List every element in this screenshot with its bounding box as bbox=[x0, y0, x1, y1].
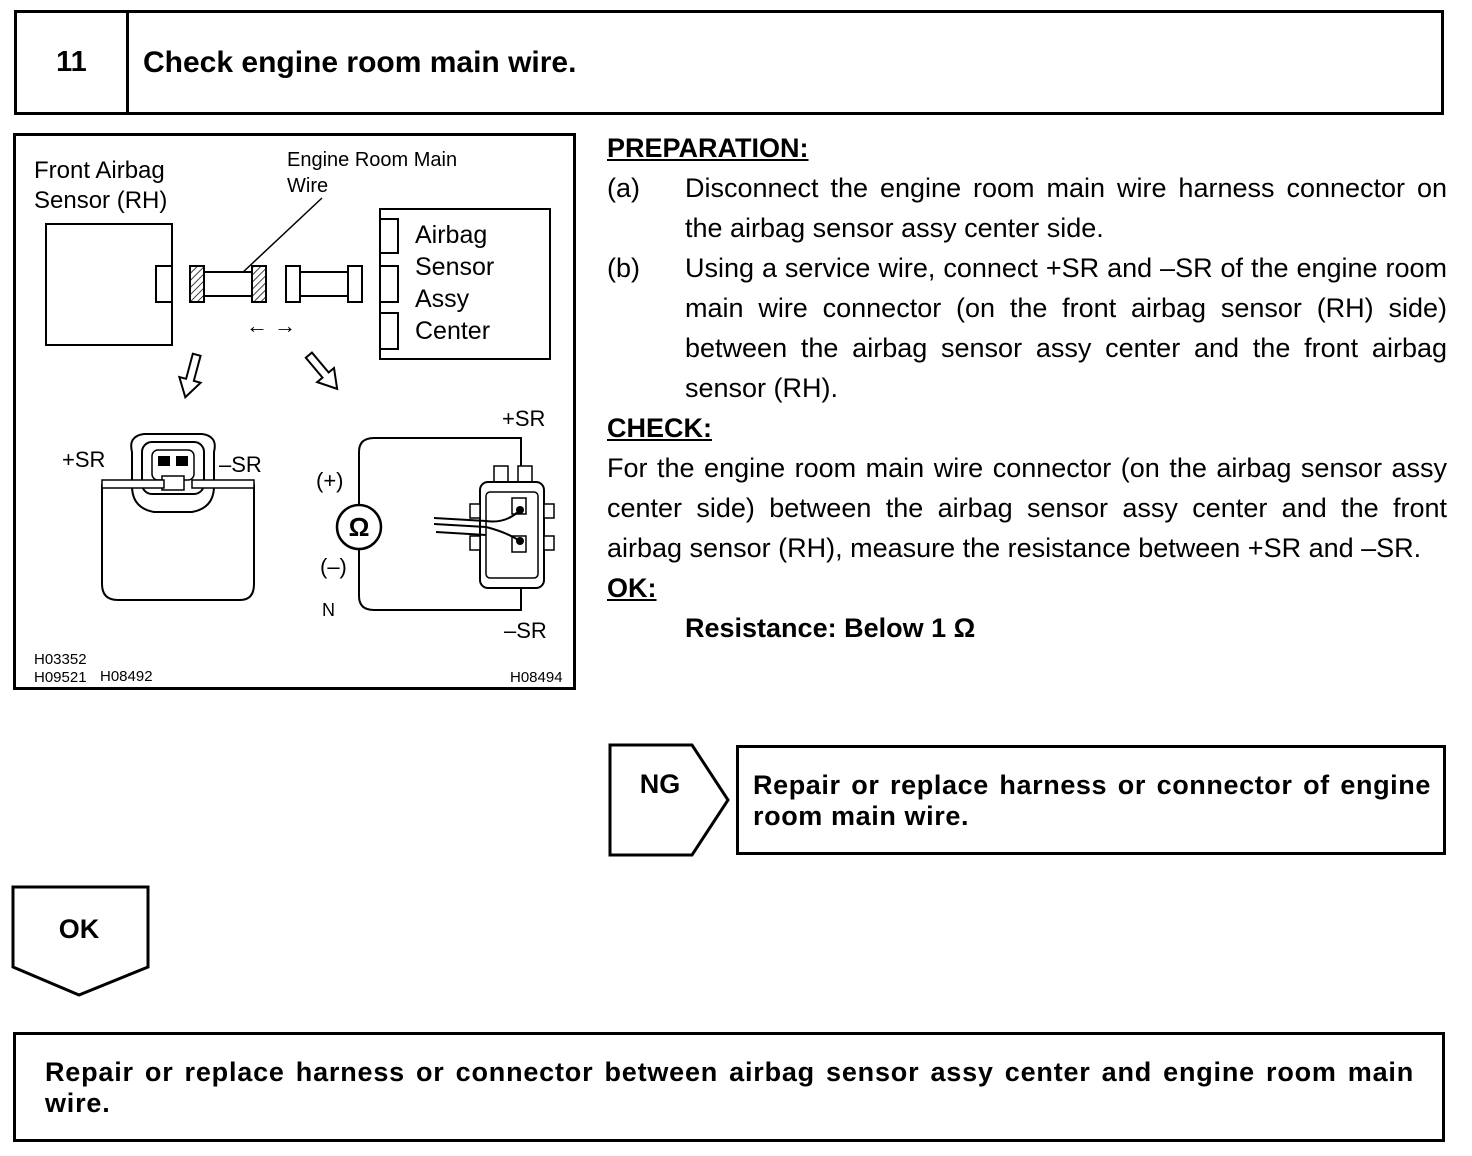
step-title: Check engine room main wire. bbox=[143, 45, 577, 79]
meter-lead-minus bbox=[358, 538, 522, 611]
prep-item-text: Using a service wire, connect +SR and –S… bbox=[685, 253, 1447, 403]
service-wire-lead-left bbox=[101, 479, 165, 489]
ok-label: OK bbox=[59, 914, 100, 944]
center-connector-icon bbox=[433, 465, 555, 589]
airbag-center-box bbox=[379, 208, 551, 360]
preparation-heading: PREPARATION: bbox=[607, 133, 809, 163]
final-action-box: Repair or replace harness or connector b… bbox=[13, 1032, 1445, 1142]
check-text: For the engine room main wire connector … bbox=[607, 453, 1447, 563]
front-airbag-label-line1: Front Airbag bbox=[34, 157, 165, 184]
figure-code-2: H09521 bbox=[34, 669, 87, 686]
ok-arrow-icon bbox=[11, 885, 150, 997]
center-label-line3: Assy bbox=[415, 285, 470, 313]
meter-lead-plus bbox=[358, 437, 522, 505]
wiring-illustration: Front Airbag Sensor (RH) Engine Room Mai… bbox=[13, 133, 576, 690]
figure-code-3: H08492 bbox=[100, 668, 153, 685]
hatched-connector-left bbox=[189, 265, 205, 303]
minus-sr-right-label: –SR bbox=[504, 618, 547, 643]
center-terminal-2 bbox=[379, 265, 399, 303]
service-wire-loop bbox=[101, 484, 255, 601]
plus-sr-right-label: +SR bbox=[502, 406, 545, 431]
front-connector-icon bbox=[130, 433, 216, 513]
center-terminal-1 bbox=[379, 218, 399, 254]
ohm-symbol: Ω bbox=[349, 512, 370, 542]
center-terminal-3 bbox=[379, 312, 399, 350]
prep-item-label: (b) bbox=[607, 253, 640, 283]
down-arrow-left-icon bbox=[177, 352, 203, 400]
center-label-line1: Airbag bbox=[415, 221, 487, 249]
front-airbag-label-line2: Sensor (RH) bbox=[34, 187, 167, 214]
connector-right bbox=[347, 265, 363, 303]
figure-code-4: H08494 bbox=[510, 669, 563, 686]
prep-item-label: (a) bbox=[607, 173, 640, 203]
center-label-line4: Center bbox=[415, 317, 490, 345]
prep-item-text: Disconnect the engine room main wire har… bbox=[685, 173, 1447, 243]
ok-indicator: OK bbox=[11, 885, 151, 1004]
minus-sr-left-label: –SR bbox=[219, 452, 262, 477]
prep-item-a: (a) Disconnect the engine room main wire… bbox=[607, 168, 1447, 248]
instructions: PREPARATION: (a) Disconnect the engine r… bbox=[607, 128, 1447, 648]
figure-code-1: H03352 bbox=[34, 651, 87, 668]
engine-room-label-line1: Engine Room Main bbox=[287, 149, 457, 171]
disconnect-arrows: ← → bbox=[246, 313, 296, 338]
harness-segment-left bbox=[203, 271, 253, 297]
resistance-spec: Resistance: Below 1 Ω bbox=[685, 613, 976, 643]
engine-room-label-line2: Wire bbox=[287, 175, 328, 197]
plus-sr-left-label: +SR bbox=[62, 447, 105, 472]
prep-item-b: (b) Using a service wire, connect +SR an… bbox=[607, 248, 1447, 408]
n-label: N bbox=[322, 600, 335, 620]
ok-heading: OK: bbox=[607, 573, 657, 603]
ohmmeter-icon bbox=[335, 503, 383, 551]
front-airbag-sensor-box bbox=[45, 223, 173, 346]
ng-action-box: Repair or replace harness or connector o… bbox=[736, 745, 1446, 855]
engine-room-leader-line bbox=[240, 197, 323, 275]
step-header: 11 Check engine room main wire. bbox=[14, 10, 1444, 115]
ng-indicator: NG bbox=[608, 743, 732, 862]
sensor-connector-stub bbox=[155, 265, 173, 303]
hatched-connector-right bbox=[251, 265, 267, 303]
ng-label: NG bbox=[640, 769, 681, 799]
connector-left bbox=[285, 265, 301, 303]
check-heading: CHECK: bbox=[607, 413, 712, 443]
step-number: 11 bbox=[17, 13, 129, 112]
service-wire-lead-right bbox=[191, 479, 255, 489]
down-arrow-right-icon bbox=[304, 351, 339, 391]
meter-plus-label: (+) bbox=[316, 468, 344, 493]
ng-arrow-icon bbox=[608, 743, 730, 857]
center-label-line2: Sensor bbox=[415, 253, 494, 281]
meter-minus-label: (–) bbox=[320, 554, 347, 579]
harness-segment-right bbox=[299, 271, 349, 297]
wiring-diagram: Front Airbag Sensor (RH) Engine Room Mai… bbox=[34, 149, 563, 686]
